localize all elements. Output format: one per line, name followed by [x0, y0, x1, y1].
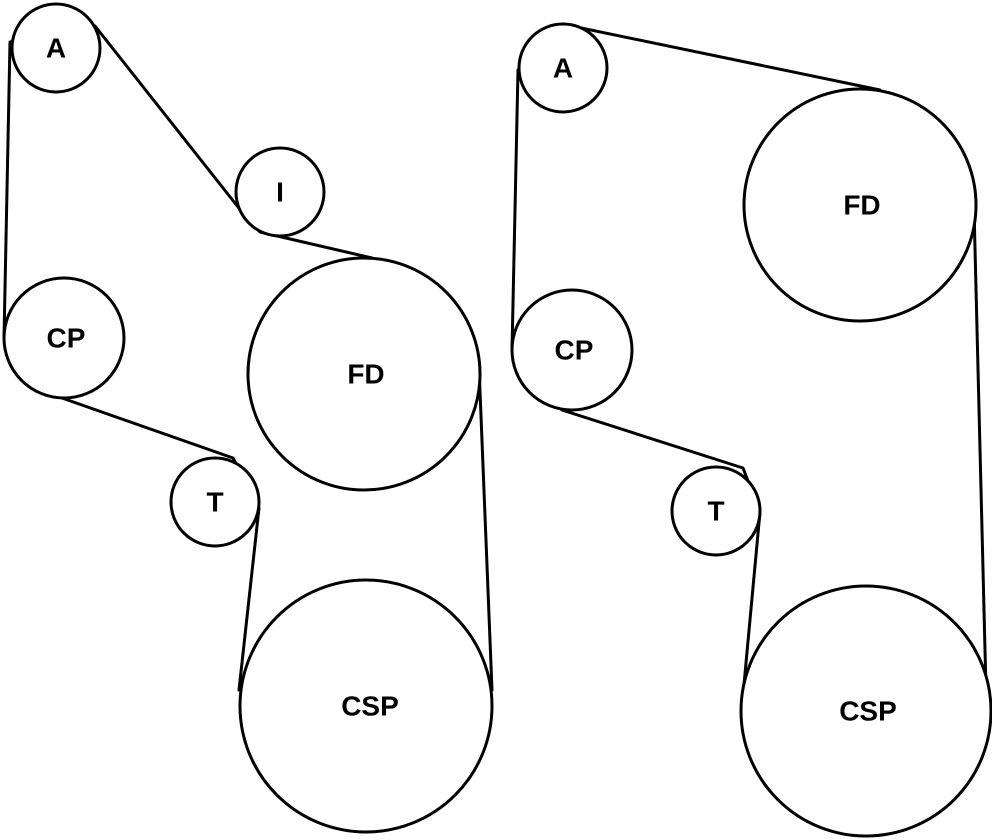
pulley-label: T	[206, 487, 223, 518]
pulley-fd: FD	[246, 256, 482, 492]
pulley-i: I	[234, 146, 326, 238]
pulley-label: A	[46, 33, 66, 64]
pulley-a: A	[10, 2, 102, 94]
pulley-label: CP	[47, 323, 86, 354]
belt-diagram-right: A FD CSP T CP	[510, 22, 992, 838]
pulley-label: CP	[555, 335, 594, 366]
pulley-label: FD	[347, 359, 384, 390]
pulley-t: T	[169, 456, 261, 548]
pulley-label: T	[707, 496, 724, 527]
pulley-label: A	[553, 53, 573, 84]
pulley-label: I	[276, 177, 284, 208]
pulley-label: CSP	[341, 691, 399, 722]
pulley-cp: CP	[2, 276, 126, 400]
belt-diagram-left: A I FD CSP T CP	[2, 2, 494, 834]
pulley-cp: CP	[510, 288, 634, 412]
pulley-csp: CSP	[238, 578, 494, 834]
pulley-label: FD	[843, 190, 880, 221]
pulley-t: T	[670, 465, 762, 557]
pulley-a: A	[517, 22, 609, 114]
pulley-fd: FD	[742, 87, 978, 323]
pulley-label: CSP	[839, 696, 897, 727]
pulley-csp: CSP	[739, 584, 992, 838]
